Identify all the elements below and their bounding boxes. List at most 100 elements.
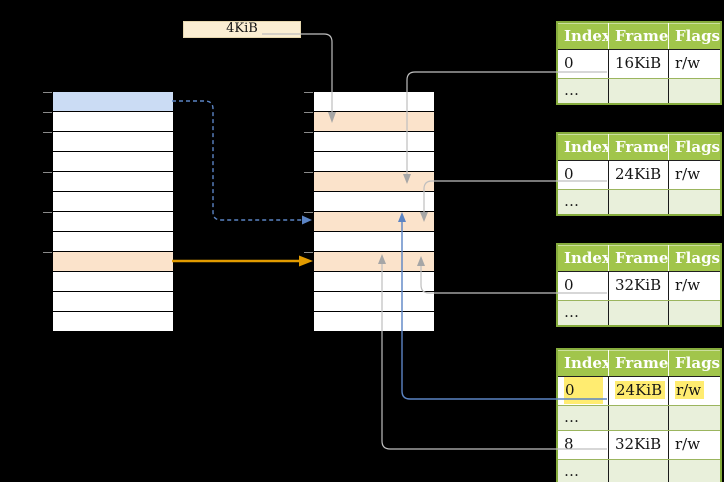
table-cell [608, 460, 668, 482]
arrow-orange [172, 255, 313, 267]
header-cell: Flags [668, 245, 720, 271]
table-cell: r/w [668, 431, 720, 459]
table-cell: 8 [564, 435, 574, 453]
highlighted-value: 24KiB [615, 381, 666, 399]
table-cell: 32KiB [608, 431, 668, 459]
table-cell [608, 190, 668, 214]
memory-cell [314, 132, 434, 152]
table-cell [668, 79, 720, 103]
highlighted-value: 0 [564, 377, 603, 404]
table-cell [668, 460, 720, 482]
table-cell: 0 [564, 276, 574, 294]
memory-cell [53, 312, 173, 332]
header-cell: Index [564, 27, 608, 45]
table-row: … [558, 78, 720, 103]
table-cell [668, 190, 720, 214]
tick-mark [304, 132, 313, 133]
tick-mark [304, 92, 313, 93]
highlighted-value: r/w [675, 381, 705, 399]
table-cell: … [564, 81, 579, 99]
memory-cell [314, 312, 434, 332]
memory-cell [314, 192, 434, 212]
header-cell: Frame [608, 245, 668, 271]
memory-cell [314, 292, 434, 312]
memory-column-left [43, 91, 174, 333]
memory-cell [53, 152, 173, 172]
memory-cell [314, 252, 434, 272]
memory-cell [53, 192, 173, 212]
table-row: 0 24KiB r/w [558, 376, 720, 405]
memory-cell [314, 172, 434, 192]
table-cell [668, 406, 720, 430]
page-size-label: 4KiB [183, 21, 301, 38]
table-cell: 0 [564, 54, 574, 72]
memory-cell [53, 212, 173, 232]
tick-mark [43, 112, 52, 113]
table-cell: 0 [558, 377, 608, 405]
header-cell: Index [564, 138, 608, 156]
memory-cell [53, 252, 173, 272]
table-cell: 24KiB [608, 377, 668, 405]
table-cell: 24KiB [608, 161, 668, 189]
table-cell [608, 301, 668, 325]
table-cell: r/w [668, 272, 720, 300]
memory-cell [314, 212, 434, 232]
table-cell: … [564, 192, 579, 210]
memory-cell [53, 272, 173, 292]
memory-cell [314, 112, 434, 132]
tick-mark [43, 212, 52, 213]
tick-mark [43, 252, 52, 253]
arrow-blue-dashed [172, 100, 312, 225]
table-row: … [558, 405, 720, 430]
memory-cell [314, 152, 434, 172]
table-cell: 32KiB [608, 272, 668, 300]
memory-cell [53, 112, 173, 132]
tick-mark [304, 112, 313, 113]
table-row: … [558, 459, 720, 482]
header-cell: Frame [608, 350, 668, 376]
table-cell [608, 79, 668, 103]
table-cell: … [564, 462, 579, 480]
table-cell: 0 [564, 165, 574, 183]
memory-cell [314, 232, 434, 252]
tick-mark [304, 212, 313, 213]
memory-cell [53, 172, 173, 192]
header-cell: Index [564, 354, 608, 372]
table-cell: r/w [668, 161, 720, 189]
header-cell: Flags [668, 350, 720, 376]
tick-mark [43, 132, 52, 133]
header-cell: Frame [608, 23, 668, 49]
table-row: … [558, 189, 720, 214]
tick-mark [304, 172, 313, 173]
tick-mark [304, 252, 313, 253]
table-cell [668, 301, 720, 325]
table-cell: … [564, 408, 579, 426]
header-cell: Frame [608, 134, 668, 160]
tick-mark [43, 172, 52, 173]
memory-cell [314, 272, 434, 292]
table-row: … [558, 300, 720, 325]
table-cell: r/w [668, 377, 720, 405]
tick-mark [43, 92, 52, 93]
memory-cell [53, 292, 173, 312]
memory-column-middle [304, 91, 435, 333]
table-cell [608, 406, 668, 430]
table-cell: 16KiB [608, 50, 668, 78]
memory-cell [314, 92, 434, 112]
memory-cell [53, 92, 173, 112]
header-cell: Index [564, 249, 608, 267]
table-cell: r/w [668, 50, 720, 78]
memory-cell [53, 132, 173, 152]
table-cell: … [564, 303, 579, 321]
